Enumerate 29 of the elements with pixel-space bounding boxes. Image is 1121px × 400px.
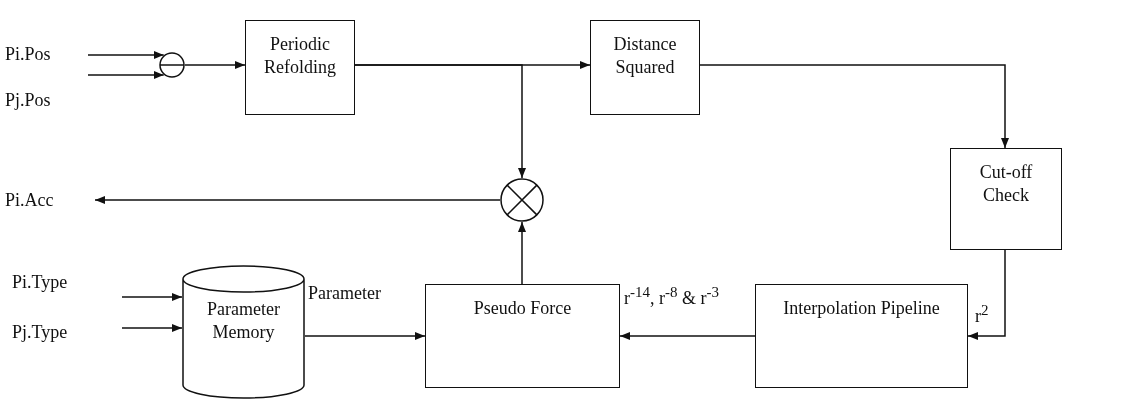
box-label: Cut-off Check bbox=[978, 161, 1034, 208]
signal-label: Pi.Type bbox=[12, 271, 68, 295]
arrow bbox=[967, 249, 1006, 340]
process-box bbox=[950, 148, 1062, 250]
signal-label: Pi.Pos bbox=[5, 43, 51, 67]
process-box bbox=[245, 20, 355, 115]
box-label: Periodic Refolding bbox=[263, 33, 337, 80]
signal-label: Pj.Type bbox=[12, 321, 68, 345]
process-box bbox=[590, 20, 700, 115]
arrow bbox=[121, 324, 183, 332]
arrow bbox=[87, 51, 165, 59]
box-label: Distance Squared bbox=[612, 33, 678, 80]
signal-label: Pj.Pos bbox=[5, 89, 51, 113]
edge-label: r$^{-14}$, r$^{-8}$ & r$^{-3}$ bbox=[624, 284, 719, 309]
box-label: Parameter Memory bbox=[206, 298, 281, 345]
arrow bbox=[184, 61, 246, 69]
arrow bbox=[619, 332, 756, 340]
arrow bbox=[87, 71, 165, 79]
arrow bbox=[121, 293, 183, 301]
signal-label: Pi.Acc bbox=[5, 189, 54, 213]
process-box bbox=[755, 284, 968, 388]
box-label: Pseudo Force bbox=[473, 297, 572, 320]
process-box bbox=[425, 284, 620, 388]
arrow bbox=[304, 332, 426, 340]
arrow bbox=[518, 221, 526, 285]
arrow bbox=[354, 64, 526, 179]
arrow bbox=[699, 64, 1009, 149]
arrow bbox=[94, 196, 501, 204]
box-label: Interpolation Pipeline bbox=[783, 297, 940, 320]
